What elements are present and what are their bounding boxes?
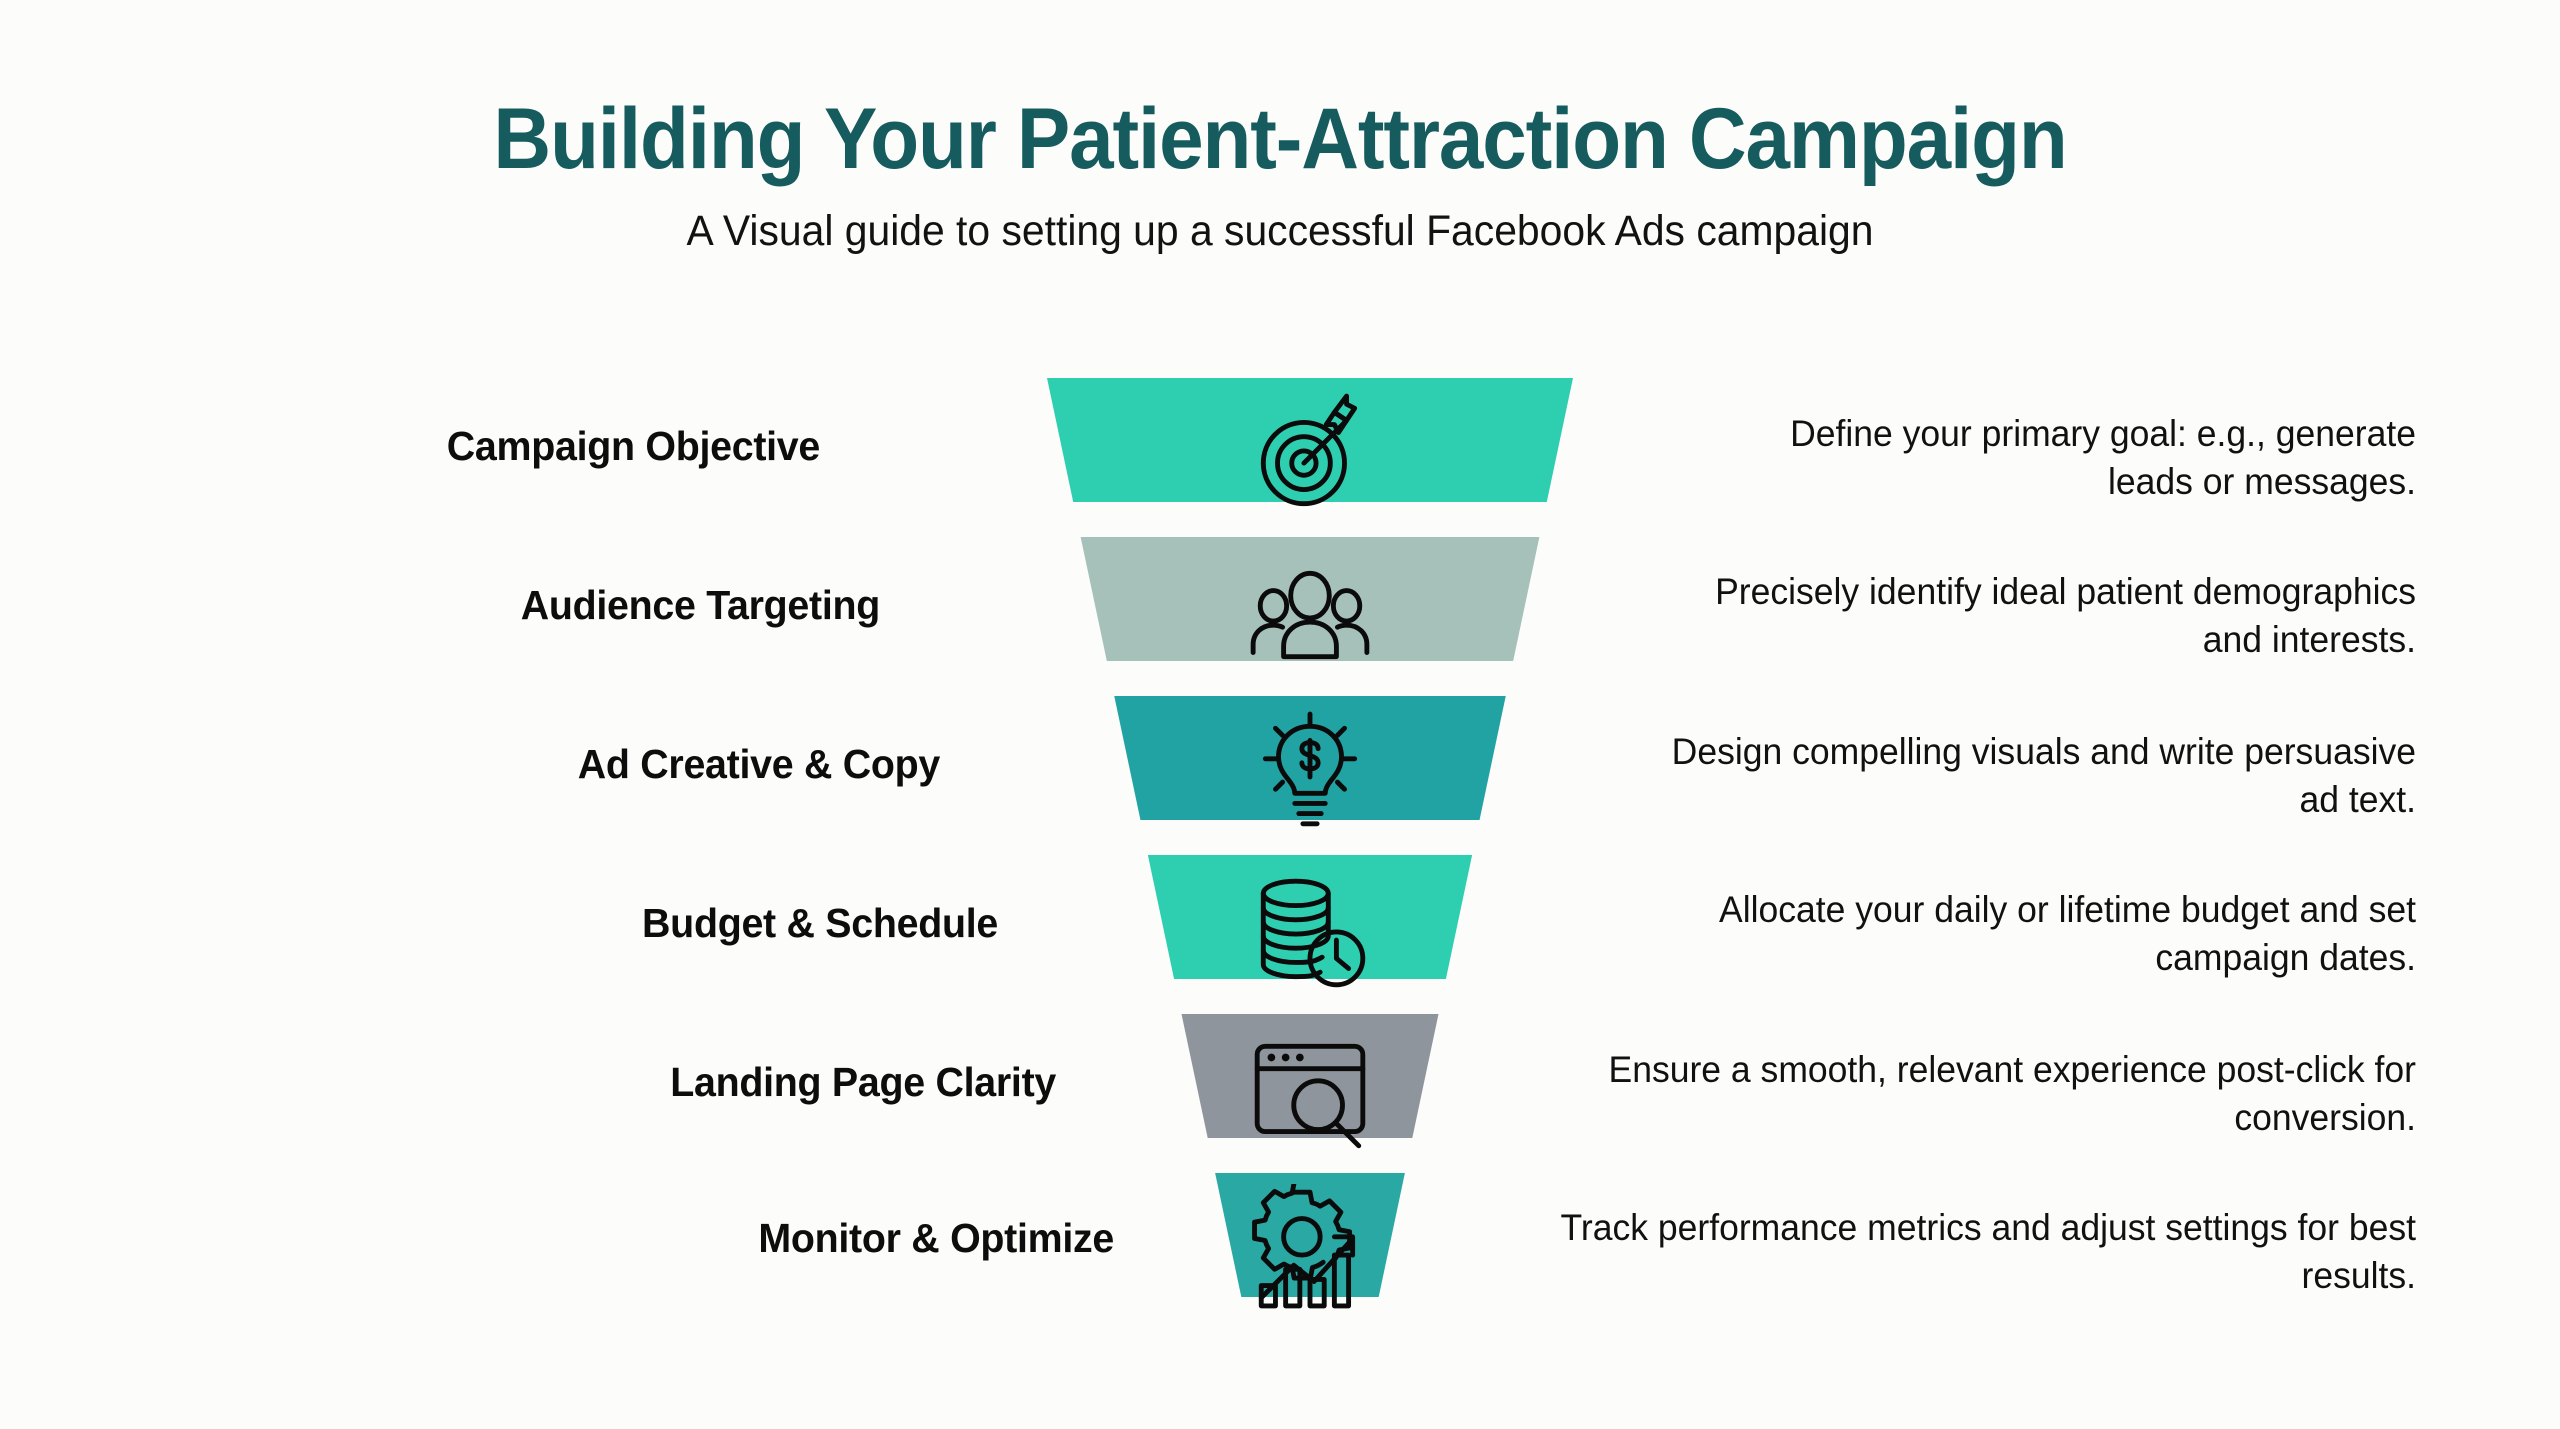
header: Building Your Patient-Attraction Campaig…: [0, 0, 2560, 255]
funnel-segment-campaign-objective[interactable]: [1047, 378, 1573, 502]
stage-label-budget-schedule: Budget & Schedule: [642, 900, 998, 946]
funnel-segment-monitor-optimize[interactable]: [1215, 1173, 1405, 1297]
funnel-diagram: [870, 378, 1750, 1338]
stage-description-ad-creative-copy: Design compelling visuals and write pers…: [1671, 731, 2416, 821]
stage-description-monitor-optimize: Track performance metrics and adjust set…: [1560, 1207, 2416, 1297]
stage-description-landing-page-clarity: Ensure a smooth, relevant experience pos…: [1608, 1049, 2416, 1139]
funnel-segment-budget-schedule[interactable]: [1147, 855, 1473, 979]
stage-label-monitor-optimize: Monitor & Optimize: [758, 1215, 1114, 1261]
funnel-segment-landing-page-clarity[interactable]: [1181, 1014, 1439, 1138]
stage-description-audience-targeting: Precisely identify ideal patient demogra…: [1715, 571, 2416, 661]
funnel-segment-ad-creative-copy[interactable]: [1114, 696, 1506, 820]
stage-label-audience-targeting: Audience Targeting: [520, 582, 881, 628]
funnel-segment-audience-targeting[interactable]: [1080, 537, 1540, 661]
funnel-svg: [1047, 378, 1573, 1297]
page-subtitle: A Visual guide to setting up a successfu…: [686, 207, 1874, 255]
page-title: Building Your Patient-Attraction Campaig…: [493, 91, 2067, 187]
stage-label-campaign-objective: Campaign Objective: [446, 423, 821, 469]
stage-label-ad-creative-copy: Ad Creative & Copy: [577, 741, 941, 787]
stage-label-landing-page-clarity: Landing Page Clarity: [670, 1059, 1056, 1105]
stage-description-budget-schedule: Allocate your daily or lifetime budget a…: [1719, 889, 2416, 979]
stage-description-campaign-objective: Define your primary goal: e.g., generate…: [1790, 413, 2416, 503]
